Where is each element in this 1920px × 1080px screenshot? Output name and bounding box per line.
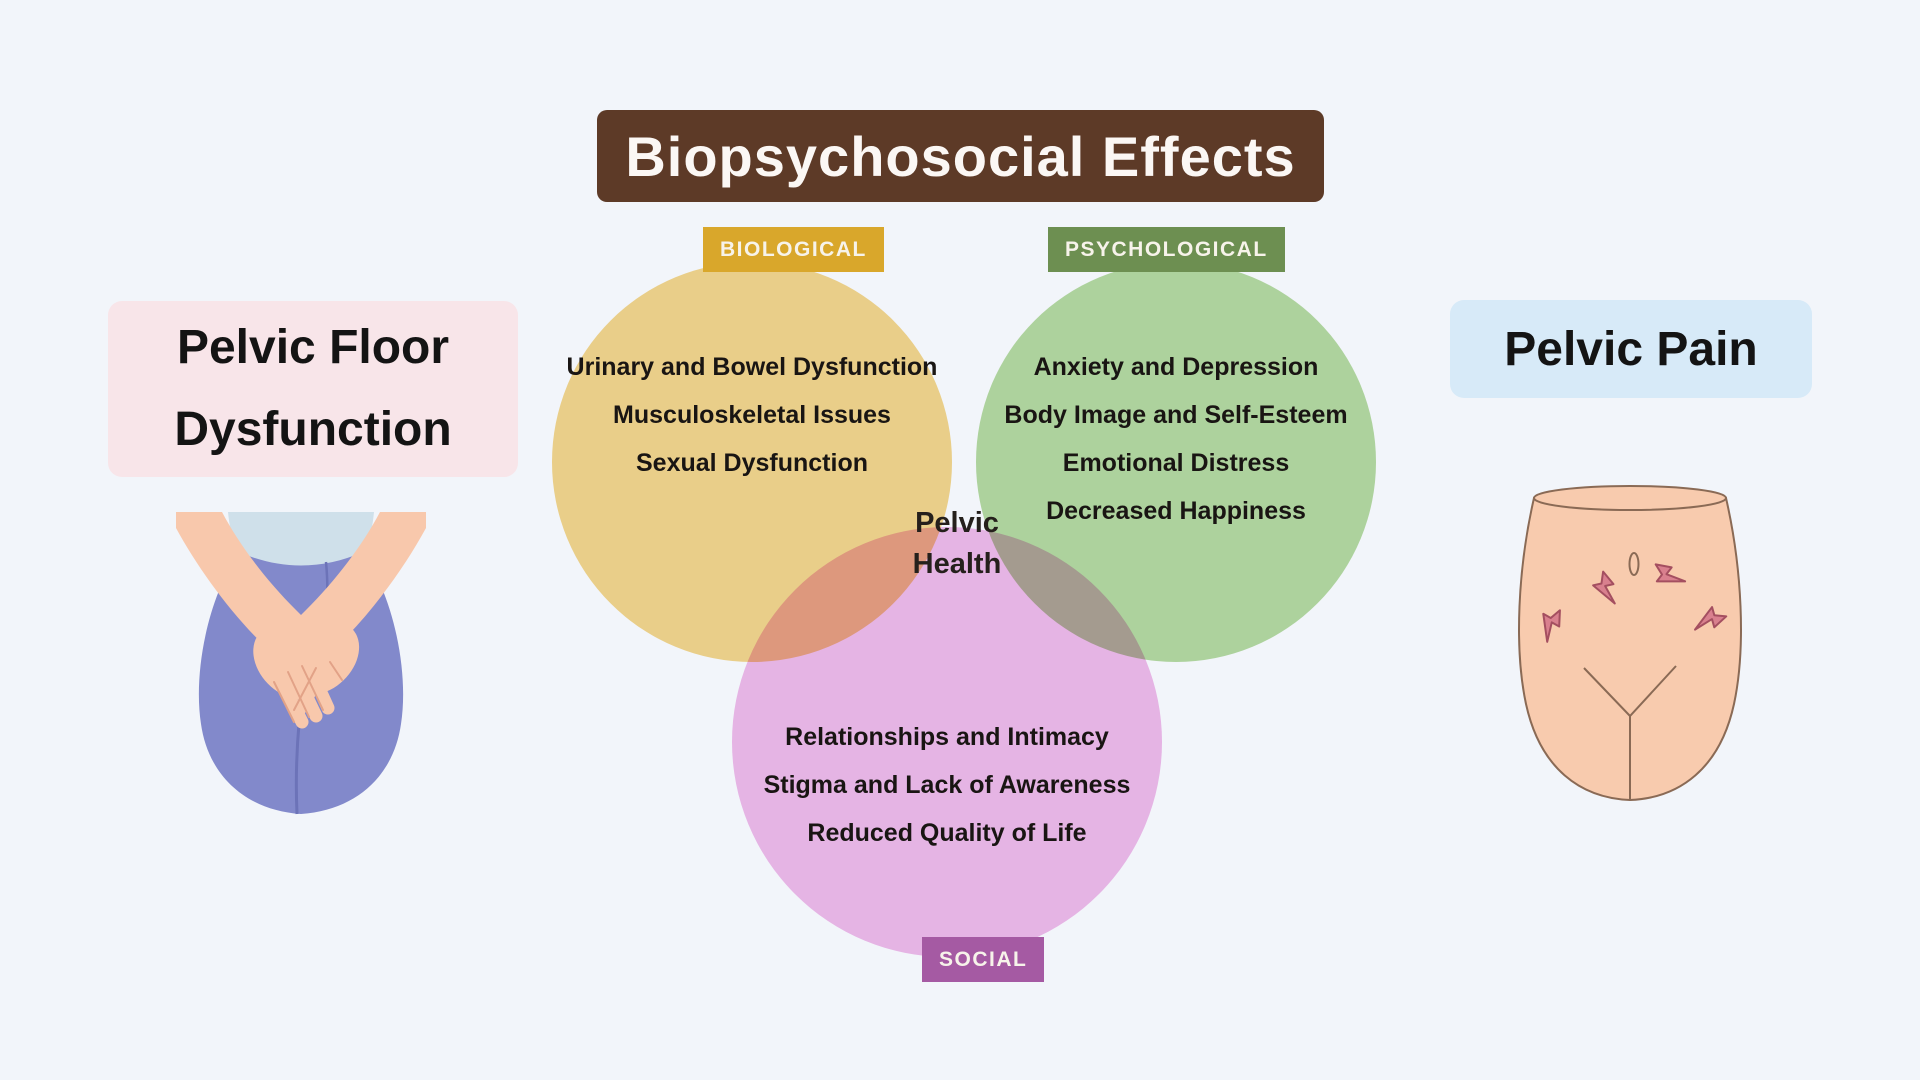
biological-items: Urinary and Bowel Dysfunction Musculoske… — [540, 354, 964, 498]
pelvic-pain-label: Pelvic Pain — [1450, 300, 1812, 398]
venn-center-label: Pelvic Health — [872, 503, 1042, 585]
list-item: Musculoskeletal Issues — [613, 401, 891, 429]
pelvis-pain-illustration — [1518, 485, 1742, 802]
person-holding-pelvis-illustration — [176, 512, 426, 815]
list-item: Anxiety and Depression — [1033, 353, 1319, 381]
center-label-line1: Pelvic — [915, 507, 999, 539]
list-item: Urinary and Bowel Dysfunction — [566, 353, 938, 381]
list-item: Emotional Distress — [1062, 449, 1290, 477]
social-circle — [732, 527, 1162, 957]
right-label-text: Pelvic Pain — [1504, 322, 1758, 376]
center-label-line2: Health — [912, 548, 1002, 580]
left-label-line2: Dysfunction — [174, 403, 452, 456]
psychological-badge: PSYCHOLOGICAL — [1048, 227, 1285, 272]
left-label-line1: Pelvic Floor — [176, 321, 450, 374]
social-items: Relationships and Intimacy Stigma and La… — [727, 724, 1167, 868]
list-item: Reduced Quality of Life — [807, 819, 1087, 847]
list-item: Relationships and Intimacy — [785, 723, 1109, 751]
list-item: Stigma and Lack of Awareness — [763, 771, 1131, 799]
social-badge: SOCIAL — [922, 937, 1045, 982]
psychological-items: Anxiety and Depression Body Image and Se… — [968, 354, 1384, 546]
list-item: Sexual Dysfunction — [636, 449, 868, 477]
list-item: Body Image and Self-Esteem — [1004, 401, 1348, 429]
pelvic-floor-dysfunction-label: Pelvic Floor Dysfunction — [108, 301, 518, 477]
biological-badge: BIOLOGICAL — [703, 227, 884, 272]
page-title: Biopsychosocial Effects — [597, 110, 1324, 202]
list-item: Decreased Happiness — [1046, 497, 1306, 525]
